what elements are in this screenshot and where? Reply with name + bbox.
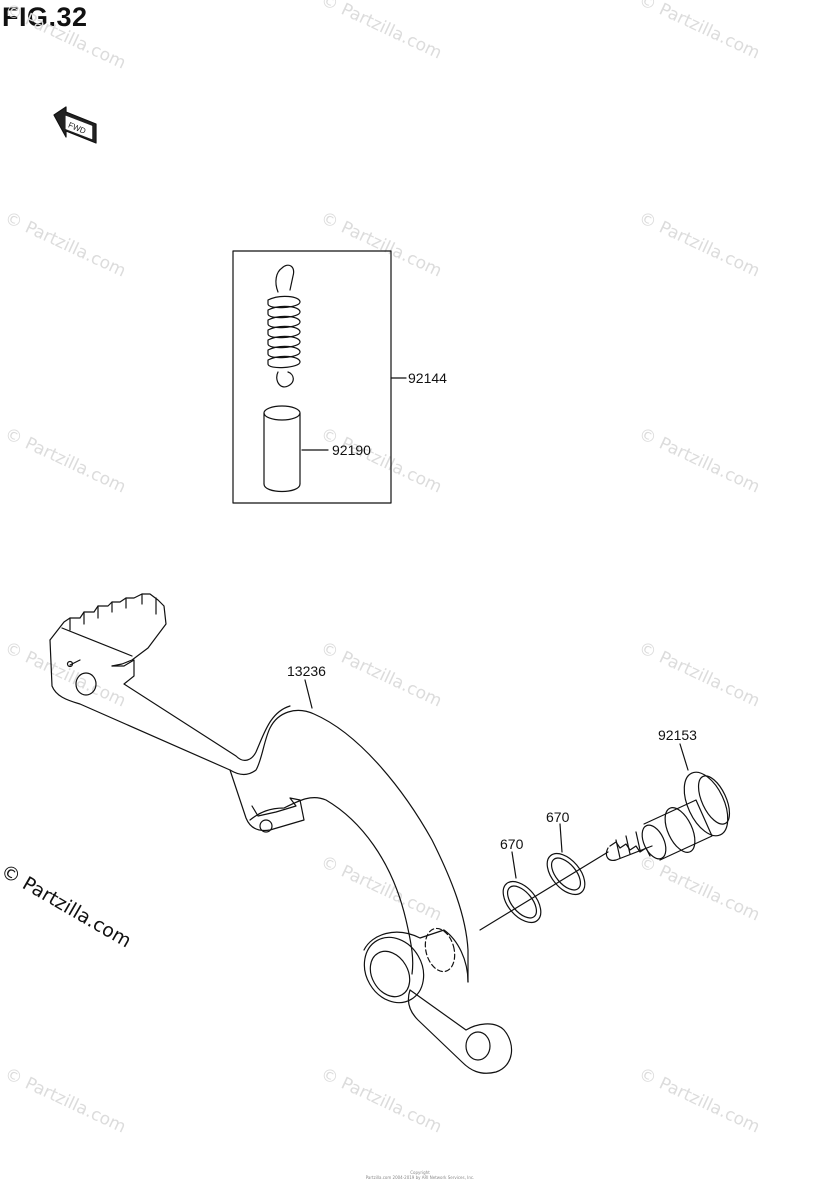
pivot-bolt: [605, 771, 731, 861]
spring-kit-box: [232, 250, 392, 504]
copyright-note: Copyright Partzilla.com 2004-2019 by ARI…: [340, 1170, 500, 1180]
label-92153: 92153: [658, 727, 697, 743]
return-spring: [267, 264, 301, 388]
figure-title: FIG.32: [2, 2, 88, 32]
label-92144: 92144: [408, 370, 447, 386]
collar: [263, 405, 301, 493]
o-ring-upper: [546, 852, 586, 896]
label-670-upper: 670: [546, 809, 570, 825]
fwd-arrow-icon: FWD: [53, 106, 97, 144]
label-670-lower: 670: [500, 836, 524, 852]
o-ring-lower: [502, 880, 542, 924]
brake-pedal: [49, 593, 513, 1074]
label-92190: 92190: [332, 442, 371, 458]
copyright-line1: Copyright: [410, 1170, 430, 1175]
copyright-line2: Partzilla.com 2004-2019 by ARI Network S…: [365, 1175, 475, 1180]
label-13236: 13236: [287, 663, 326, 679]
